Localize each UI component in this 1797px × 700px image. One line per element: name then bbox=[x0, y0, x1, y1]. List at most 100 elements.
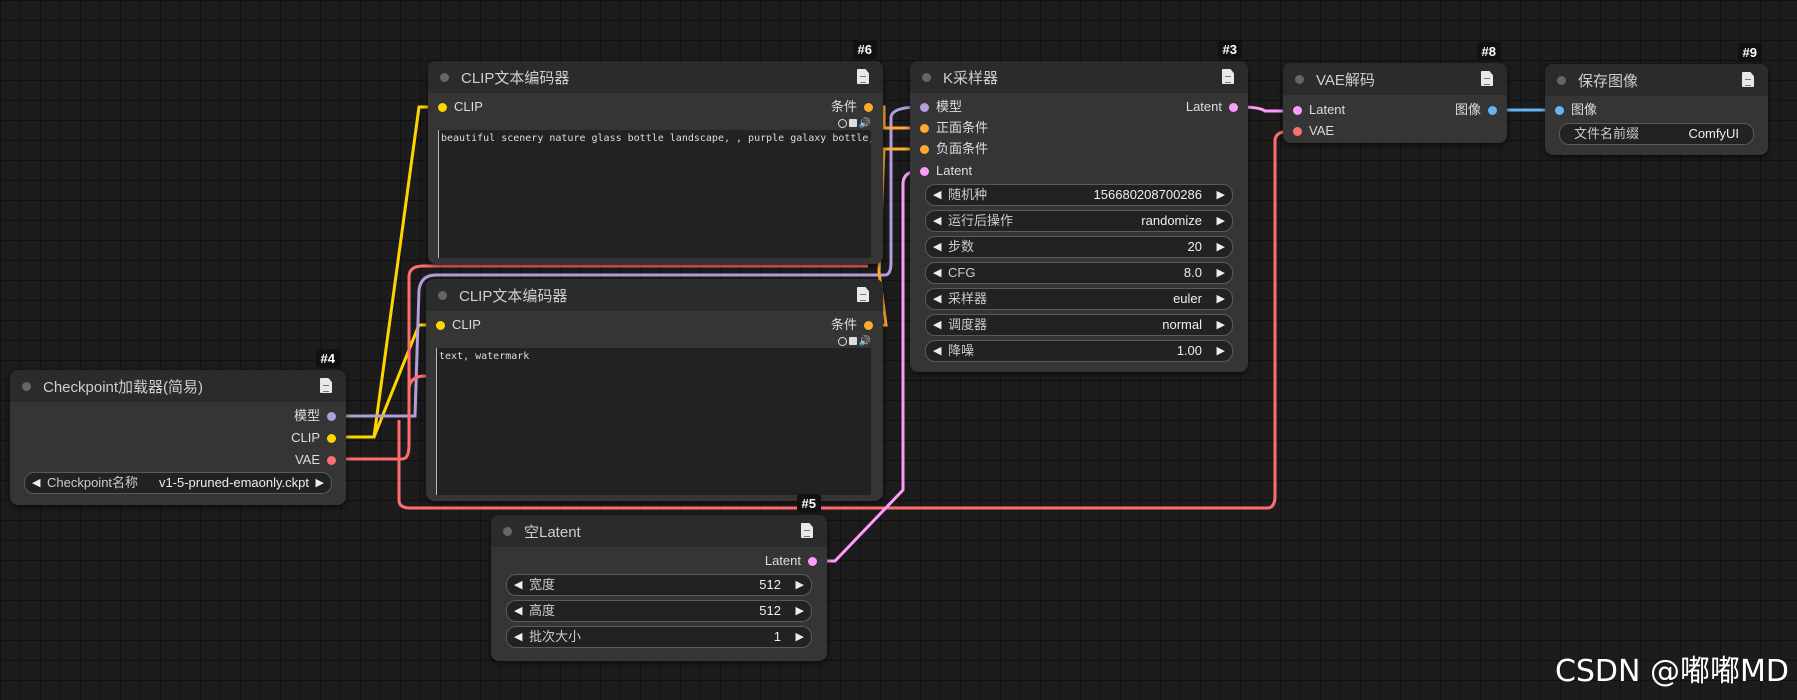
checkpoint-loader-node[interactable]: #4 Checkpoint加载器(简易) 模型 CLIP VAE ◀ Check… bbox=[10, 349, 346, 505]
decrement-arrow-icon[interactable]: ◀ bbox=[514, 605, 523, 617]
port-dot-vae[interactable] bbox=[327, 456, 336, 466]
model-output-port[interactable]: 模型 bbox=[294, 407, 336, 425]
port-dot-vae[interactable] bbox=[1293, 127, 1302, 137]
port-dot-clip[interactable] bbox=[436, 321, 445, 331]
clip-text-encoder-negative-node[interactable]: CLIP文本编码器 CLIP 条件 🔊 text, watermark bbox=[426, 279, 883, 501]
increment-arrow-icon[interactable]: ▶ bbox=[1216, 319, 1225, 331]
port-dot-image[interactable] bbox=[1555, 106, 1564, 116]
increment-arrow-icon[interactable]: ▶ bbox=[1216, 215, 1225, 227]
scheduler-widget[interactable]: ◀ 调度器 normal ▶ bbox=[925, 314, 1233, 336]
circle-icon[interactable] bbox=[837, 118, 847, 128]
increment-arrow-icon[interactable]: ▶ bbox=[795, 579, 804, 591]
denoise-widget[interactable]: ◀ 降噪 1.00 ▶ bbox=[925, 340, 1233, 362]
latent-input-port[interactable]: Latent bbox=[920, 162, 972, 180]
increment-arrow-icon[interactable]: ▶ bbox=[1216, 241, 1225, 253]
collapse-dot[interactable] bbox=[22, 381, 31, 391]
decrement-arrow-icon[interactable]: ◀ bbox=[514, 579, 523, 591]
decrement-arrow-icon[interactable]: ◀ bbox=[933, 267, 942, 279]
decrement-arrow-icon[interactable]: ◀ bbox=[933, 345, 942, 357]
decrement-arrow-icon[interactable]: ◀ bbox=[933, 293, 942, 305]
document-icon[interactable] bbox=[1481, 71, 1493, 86]
steps-widget[interactable]: ◀ 步数 20 ▶ bbox=[925, 236, 1233, 258]
latent-input-port[interactable]: Latent bbox=[1293, 101, 1345, 119]
sampler-widget[interactable]: ◀ 采样器 euler ▶ bbox=[925, 288, 1233, 310]
vae-decode-node[interactable]: #8 VAE解码 Latent VAE 图像 bbox=[1283, 42, 1507, 143]
speaker-icon[interactable]: 🔊 bbox=[858, 336, 871, 347]
increment-arrow-icon[interactable]: ▶ bbox=[1216, 267, 1225, 279]
decrement-arrow-icon[interactable]: ◀ bbox=[933, 189, 942, 201]
model-input-port[interactable]: 模型 bbox=[920, 98, 962, 116]
collapse-dot[interactable] bbox=[1295, 74, 1304, 84]
speaker-icon[interactable]: 🔊 bbox=[858, 118, 871, 129]
decrement-arrow-icon[interactable]: ◀ bbox=[933, 241, 942, 253]
port-dot-conditioning[interactable] bbox=[920, 145, 929, 155]
port-dot-latent[interactable] bbox=[920, 167, 929, 177]
document-icon[interactable] bbox=[857, 287, 869, 302]
save-image-node[interactable]: #9 保存图像 图像 文件名前缀 ComfyUI bbox=[1545, 43, 1768, 155]
increment-arrow-icon[interactable]: ▶ bbox=[1216, 345, 1225, 357]
increment-arrow-icon[interactable]: ▶ bbox=[795, 605, 804, 617]
conditioning-output-port[interactable]: 条件 bbox=[831, 98, 873, 116]
port-dot-image[interactable] bbox=[1488, 106, 1497, 116]
seed-widget[interactable]: ◀ 随机种 156680208700286 ▶ bbox=[925, 184, 1233, 206]
port-dot-latent[interactable] bbox=[808, 557, 817, 567]
port-dot-conditioning[interactable] bbox=[864, 321, 873, 331]
increment-arrow-icon[interactable]: ▶ bbox=[1216, 189, 1225, 201]
circle-icon[interactable] bbox=[837, 336, 847, 346]
width-widget[interactable]: ◀ 宽度 512 ▶ bbox=[506, 574, 812, 596]
collapse-dot[interactable] bbox=[440, 72, 449, 82]
prompt-textarea[interactable]: text, watermark bbox=[436, 348, 871, 495]
clip-input-port[interactable]: CLIP bbox=[438, 98, 483, 116]
node-header[interactable]: 保存图像 bbox=[1545, 64, 1768, 96]
increment-arrow-icon[interactable]: ▶ bbox=[1216, 293, 1225, 305]
collapse-dot[interactable] bbox=[438, 290, 447, 300]
increment-arrow-icon[interactable]: ▶ bbox=[795, 631, 804, 643]
collapse-dot[interactable] bbox=[1557, 75, 1566, 85]
vae-output-port[interactable]: VAE bbox=[295, 451, 336, 469]
checkbox-icon[interactable] bbox=[848, 337, 857, 346]
port-dot-latent[interactable] bbox=[1229, 103, 1238, 113]
ksampler-node[interactable]: #3 K采样器 模型 正面条件 负面条件 Latent Latent ◀ 随机种… bbox=[910, 40, 1248, 372]
checkpoint-name-combo[interactable]: ◀ Checkpoint名称 v1-5-pruned-emaonly.ckpt … bbox=[24, 472, 332, 494]
port-dot-conditioning[interactable] bbox=[920, 124, 929, 134]
document-icon[interactable] bbox=[320, 378, 332, 393]
vae-input-port[interactable]: VAE bbox=[1293, 122, 1334, 140]
positive-input-port[interactable]: 正面条件 bbox=[920, 119, 988, 137]
latent-output-port[interactable]: Latent bbox=[1186, 98, 1238, 116]
conditioning-output-port[interactable]: 条件 bbox=[831, 316, 873, 334]
clip-text-encoder-positive-node[interactable]: #6 CLIP文本编码器 CLIP 条件 🔊 beautiful scenery… bbox=[428, 40, 883, 264]
collapse-dot[interactable] bbox=[503, 526, 512, 536]
decrement-arrow-icon[interactable]: ◀ bbox=[514, 631, 523, 643]
image-output-port[interactable]: 图像 bbox=[1455, 101, 1497, 119]
filename-prefix-widget[interactable]: 文件名前缀 ComfyUI bbox=[1559, 123, 1754, 145]
latent-output-port[interactable]: Latent bbox=[765, 552, 817, 570]
node-header[interactable]: 空Latent bbox=[491, 515, 827, 547]
document-icon[interactable] bbox=[1742, 72, 1754, 87]
port-dot-model[interactable] bbox=[327, 412, 336, 422]
node-header[interactable]: VAE解码 bbox=[1283, 63, 1507, 95]
node-header[interactable]: Checkpoint加载器(简易) bbox=[10, 370, 346, 402]
control-after-generate-widget[interactable]: ◀ 运行后操作 randomize ▶ bbox=[925, 210, 1233, 232]
batch-size-widget[interactable]: ◀ 批次大小 1 ▶ bbox=[506, 626, 812, 648]
document-icon[interactable] bbox=[801, 523, 813, 538]
clip-output-port[interactable]: CLIP bbox=[291, 429, 336, 447]
port-dot-clip[interactable] bbox=[438, 103, 447, 113]
document-icon[interactable] bbox=[1222, 69, 1234, 84]
prompt-textarea[interactable]: beautiful scenery nature glass bottle la… bbox=[438, 130, 871, 258]
empty-latent-node[interactable]: #5 空Latent Latent ◀ 宽度 512 ▶ ◀ 高度 512 ▶ … bbox=[491, 494, 827, 661]
node-header[interactable]: CLIP文本编码器 bbox=[426, 279, 883, 311]
port-dot-model[interactable] bbox=[920, 103, 929, 113]
port-dot-clip[interactable] bbox=[327, 434, 336, 444]
port-dot-latent[interactable] bbox=[1293, 106, 1302, 116]
checkbox-icon[interactable] bbox=[848, 119, 857, 128]
height-widget[interactable]: ◀ 高度 512 ▶ bbox=[506, 600, 812, 622]
document-icon[interactable] bbox=[857, 69, 869, 84]
decrement-arrow-icon[interactable]: ◀ bbox=[933, 319, 942, 331]
decrement-arrow-icon[interactable]: ◀ bbox=[32, 477, 41, 489]
decrement-arrow-icon[interactable]: ◀ bbox=[933, 215, 942, 227]
cfg-widget[interactable]: ◀ CFG 8.0 ▶ bbox=[925, 262, 1233, 284]
clip-input-port[interactable]: CLIP bbox=[436, 316, 481, 334]
port-dot-conditioning[interactable] bbox=[864, 103, 873, 113]
image-input-port[interactable]: 图像 bbox=[1555, 101, 1597, 119]
node-header[interactable]: K采样器 bbox=[910, 61, 1248, 93]
